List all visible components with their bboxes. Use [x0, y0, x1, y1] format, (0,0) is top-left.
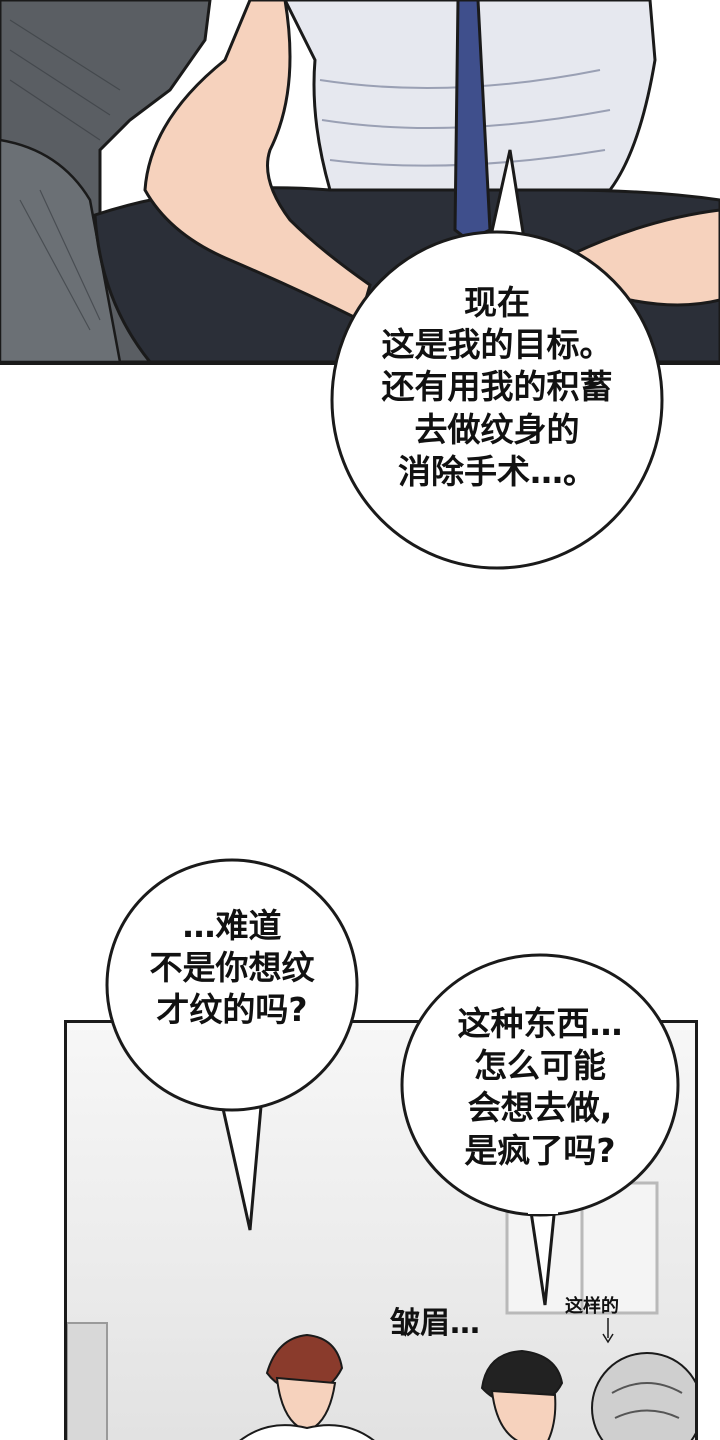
character-right-face: [490, 1389, 557, 1440]
tiger-emblem: [591, 1352, 695, 1440]
speech-bubble-1-text: 现在 这是我的目标。 还有用我的积蓄 去做纹身的 消除手术…。: [381, 283, 613, 491]
character-left-body: [239, 1424, 375, 1440]
bookshelf: [67, 1322, 108, 1440]
bottom-panel-art: [67, 1181, 695, 1440]
speech-bubble-3-text: 这种东西… 怎么可能 会想去做, 是疯了吗?: [457, 1004, 623, 1170]
speech-bubble-2-text: …难道 不是你想纹 才纹的吗?: [149, 906, 315, 1030]
character-left-face: [275, 1376, 337, 1433]
sfx-frown: 皱眉…: [390, 1306, 480, 1341]
sfx-this-way: 这样的: [565, 1296, 619, 1317]
